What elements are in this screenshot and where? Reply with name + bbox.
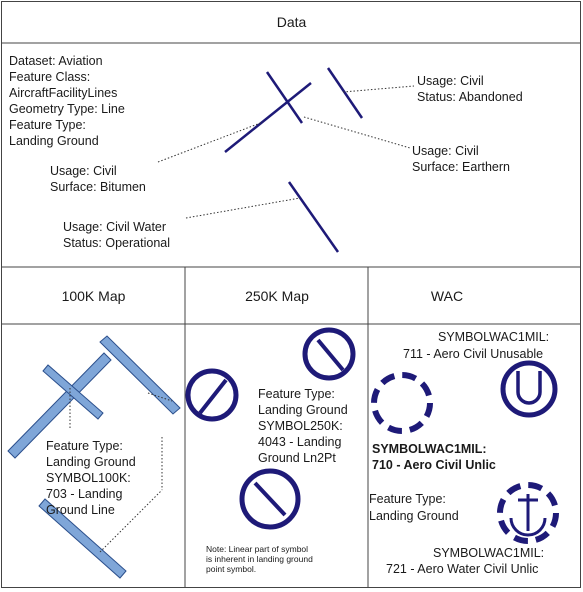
symbol-250k-landing-ground-point [185, 327, 356, 530]
circle-symbol-left [185, 368, 239, 422]
map-250k-symbol-value: 4043 - Landing [258, 435, 342, 449]
wac-711-symbol-value: 711 - Aero Civil Unusable [403, 347, 544, 361]
wac-feature-type: Feature Type: [369, 492, 446, 506]
map-250k-feature-type: Feature Type: [258, 387, 335, 401]
annotation-civil-bitumen-usage: Usage: Civil [50, 164, 117, 178]
symbol-wac-710-aero-civil-unlic [371, 372, 433, 434]
note-line: Note: Linear part of symbol [206, 544, 309, 554]
wac-710-symbol-value: 710 - Aero Civil Unlic [372, 458, 496, 472]
annotation-civil-water-usage: Usage: Civil Water [63, 220, 167, 234]
runway-line-main [224, 82, 312, 153]
note-line: is inherent in landing ground [206, 554, 313, 564]
symbol-wac-711-aero-civil-unusable [500, 360, 558, 418]
note-line: point symbol. [206, 564, 257, 574]
data-header-title: Data [276, 14, 307, 30]
column-header-wac: WAC [430, 288, 464, 304]
abandoned-line [326, 67, 364, 119]
water-line [287, 181, 340, 253]
feature-class-value: AircraftFacilityLines [9, 86, 118, 100]
wac-711-symbol-key: SYMBOLWAC1MIL: [438, 330, 550, 344]
wac-710-symbol-key: SYMBOLWAC1MIL: [372, 442, 487, 456]
wac-landing-ground: Landing Ground [369, 509, 459, 523]
map-100k-feature-type: Feature Type: [46, 439, 123, 453]
annotation-civil-water-status: Status: Operational [63, 236, 171, 250]
map-100k-symbol-value: 703 - Landing [46, 487, 123, 501]
annotation-civil-abandoned-usage: Usage: Civil [417, 74, 484, 88]
circle-symbol-top [302, 327, 356, 381]
column-header-100k: 100K Map [61, 288, 126, 304]
feature-class-label: Feature Class: [9, 70, 91, 84]
runway-line-cross [265, 71, 304, 124]
symbol-wac-721-aero-water-civil-unlic [497, 482, 559, 544]
dataset-line: Dataset: Aviation [9, 54, 103, 68]
map-100k-symbol-value-2: Ground Line [46, 503, 115, 517]
map-100k-symbol-key: SYMBOL100K: [46, 471, 131, 485]
map-250k-landing-ground: Landing Ground [258, 403, 348, 417]
wac-721-symbol-value: 721 - Aero Water Civil Unlic [386, 562, 539, 576]
map-100k-landing-ground: Landing Ground [46, 455, 136, 469]
data-leader-lines [157, 85, 415, 219]
symbol-100k-landing-ground-line [7, 335, 181, 579]
annotation-civil-abandoned-status: Status: Abandoned [417, 90, 523, 104]
data-line-features [224, 67, 364, 253]
feature-type-value: Landing Ground [9, 134, 99, 148]
annotation-civil-bitumen-surface: Surface: Bitumen [50, 180, 146, 194]
map-250k-symbol-key: SYMBOL250K: [258, 419, 343, 433]
annotation-civil-earthern-surface: Surface: Earthern [412, 160, 510, 174]
wac-721-symbol-key: SYMBOLWAC1MIL: [433, 546, 545, 560]
column-header-250k: 250K Map [245, 288, 309, 304]
circle-symbol-bottom [239, 468, 301, 530]
feature-type-label: Feature Type: [9, 118, 86, 132]
100k-leader-lines [69, 388, 173, 553]
annotation-civil-earthern-usage: Usage: Civil [412, 144, 479, 158]
geometry-type-line: Geometry Type: Line [9, 102, 125, 116]
map-250k-symbol-value-2: Ground Ln2Pt [258, 451, 336, 465]
